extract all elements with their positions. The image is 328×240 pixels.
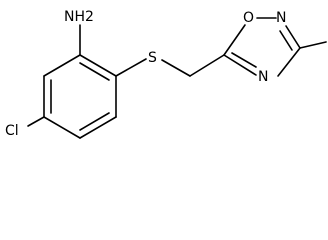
sulfur-label: S bbox=[148, 50, 157, 66]
bond-c3-n4 bbox=[277, 47, 301, 77]
bond-c2-c3 bbox=[43, 54, 81, 77]
bond-n4-c5 bbox=[223, 54, 257, 76]
bond-n2-c3 bbox=[285, 25, 301, 49]
double-bond-n4-c5 bbox=[231, 52, 257, 68]
bond-c3-methyl bbox=[299, 41, 327, 49]
double-bond-c5-c6 bbox=[79, 112, 110, 131]
bond-c4-c5 bbox=[43, 116, 81, 139]
amine-label: NH2 bbox=[64, 9, 94, 25]
bond-c1-s bbox=[115, 58, 147, 77]
bond-c1-c2 bbox=[79, 54, 117, 77]
bond-c4-cl bbox=[27, 116, 45, 127]
bond-s-ch2 bbox=[161, 59, 191, 77]
bond-c5-o1 bbox=[223, 24, 246, 56]
bond-ch2-c5ring bbox=[189, 54, 225, 77]
chlorine-label: Cl bbox=[5, 123, 19, 139]
oxadiazole-ring bbox=[223, 17, 327, 77]
double-bond-c1-c2 bbox=[79, 62, 110, 81]
benzene-ring bbox=[43, 54, 117, 139]
molecule-structure: NH2 S Cl O N N bbox=[5, 9, 327, 139]
nitrogen-top-label: N bbox=[276, 10, 286, 26]
oxygen-label: O bbox=[243, 10, 254, 26]
double-bond-n2-c3 bbox=[279, 30, 293, 51]
nitrogen-bottom-label: N bbox=[258, 69, 268, 85]
bond-c5-c6 bbox=[79, 116, 117, 139]
